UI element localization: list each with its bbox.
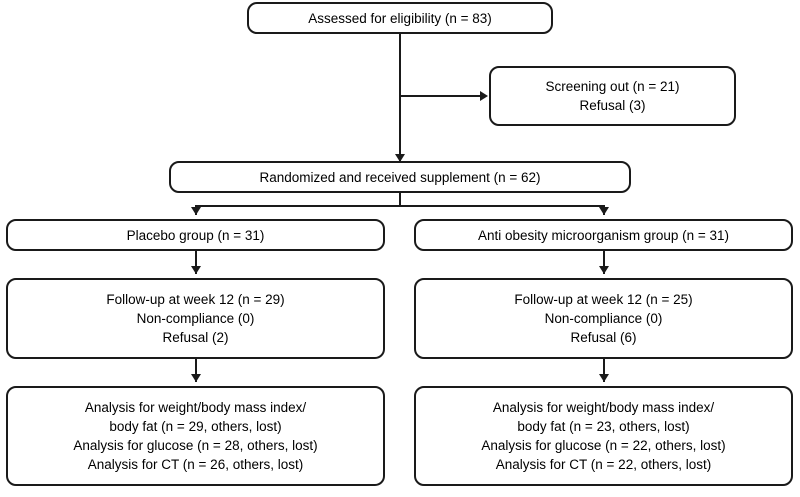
node-treatment-analysis-line-3: Analysis for glucose (n = 22, others, lo… <box>481 438 726 453</box>
node-placebo-analysis-line-1: Analysis for weight/body mass index/ <box>84 400 307 415</box>
node-treatment-followup-line-2: Non-compliance (0) <box>544 311 663 326</box>
arrowhead-to-placebo-group <box>191 207 201 215</box>
arrowhead-to-randomized <box>395 154 405 162</box>
node-treatment-analysis-line-1: Analysis for weight/body mass index/ <box>492 400 715 415</box>
arrowhead-placebo-followup <box>191 266 201 274</box>
node-assessed-line-1: Assessed for eligibility (n = 83) <box>308 10 492 26</box>
node-placebo-analysis: Analysis for weight/body mass index/ bod… <box>6 386 385 486</box>
node-treatment-followup-line-1: Follow-up at week 12 (n = 25) <box>514 292 693 307</box>
node-treatment-group-line-1: Anti obesity microorganism group (n = 31… <box>478 227 729 243</box>
node-placebo-group: Placebo group (n = 31) <box>6 219 385 251</box>
connector-to-screening-out <box>399 95 485 97</box>
connector-treatment-group-to-followup <box>603 251 605 274</box>
node-randomized-line-1: Randomized and received supplement (n = … <box>259 169 541 185</box>
arrowhead-placebo-analysis <box>191 374 201 382</box>
node-placebo-followup-line-1: Follow-up at week 12 (n = 29) <box>106 292 285 307</box>
node-treatment-followup-line-3: Refusal (6) <box>570 330 637 345</box>
connector-placebo-group-to-followup <box>195 251 197 274</box>
node-randomized: Randomized and received supplement (n = … <box>169 161 631 193</box>
node-placebo-followup-line-3: Refusal (2) <box>162 330 229 345</box>
node-placebo-group-line-1: Placebo group (n = 31) <box>126 227 265 243</box>
node-assessed-for-eligibility: Assessed for eligibility (n = 83) <box>247 2 553 34</box>
connector-assessed-to-randomized <box>399 34 401 162</box>
node-placebo-analysis-line-2: body fat (n = 29, others, lost) <box>109 419 282 434</box>
connector-randomized-split <box>195 205 605 207</box>
node-treatment-group: Anti obesity microorganism group (n = 31… <box>414 219 793 251</box>
node-treatment-analysis-line-2: body fat (n = 23, others, lost) <box>517 419 690 434</box>
node-screening-out-line-1: Screening out (n = 21) <box>545 79 680 94</box>
node-treatment-analysis: Analysis for weight/body mass index/ bod… <box>414 386 793 486</box>
node-placebo-analysis-line-3: Analysis for glucose (n = 28, others, lo… <box>73 438 318 453</box>
arrowhead-treatment-followup <box>599 266 609 274</box>
node-treatment-analysis-line-4: Analysis for CT (n = 22, others, lost) <box>495 457 712 472</box>
arrowhead-to-treatment-group <box>599 207 609 215</box>
node-screening-out-line-2: Refusal (3) <box>579 98 646 113</box>
connector-randomized-stem <box>399 193 401 205</box>
node-placebo-followup: Follow-up at week 12 (n = 29) Non-compli… <box>6 278 385 359</box>
arrowhead-treatment-analysis <box>599 374 609 382</box>
connector-treatment-followup-to-analysis <box>603 359 605 382</box>
node-placebo-analysis-line-4: Analysis for CT (n = 26, others, lost) <box>87 457 304 472</box>
node-treatment-followup: Follow-up at week 12 (n = 25) Non-compli… <box>414 278 793 359</box>
node-placebo-followup-line-2: Non-compliance (0) <box>136 311 255 326</box>
connector-placebo-followup-to-analysis <box>195 359 197 382</box>
node-screening-out: Screening out (n = 21) Refusal (3) <box>489 66 736 126</box>
arrowhead-to-screening-out <box>480 91 488 101</box>
